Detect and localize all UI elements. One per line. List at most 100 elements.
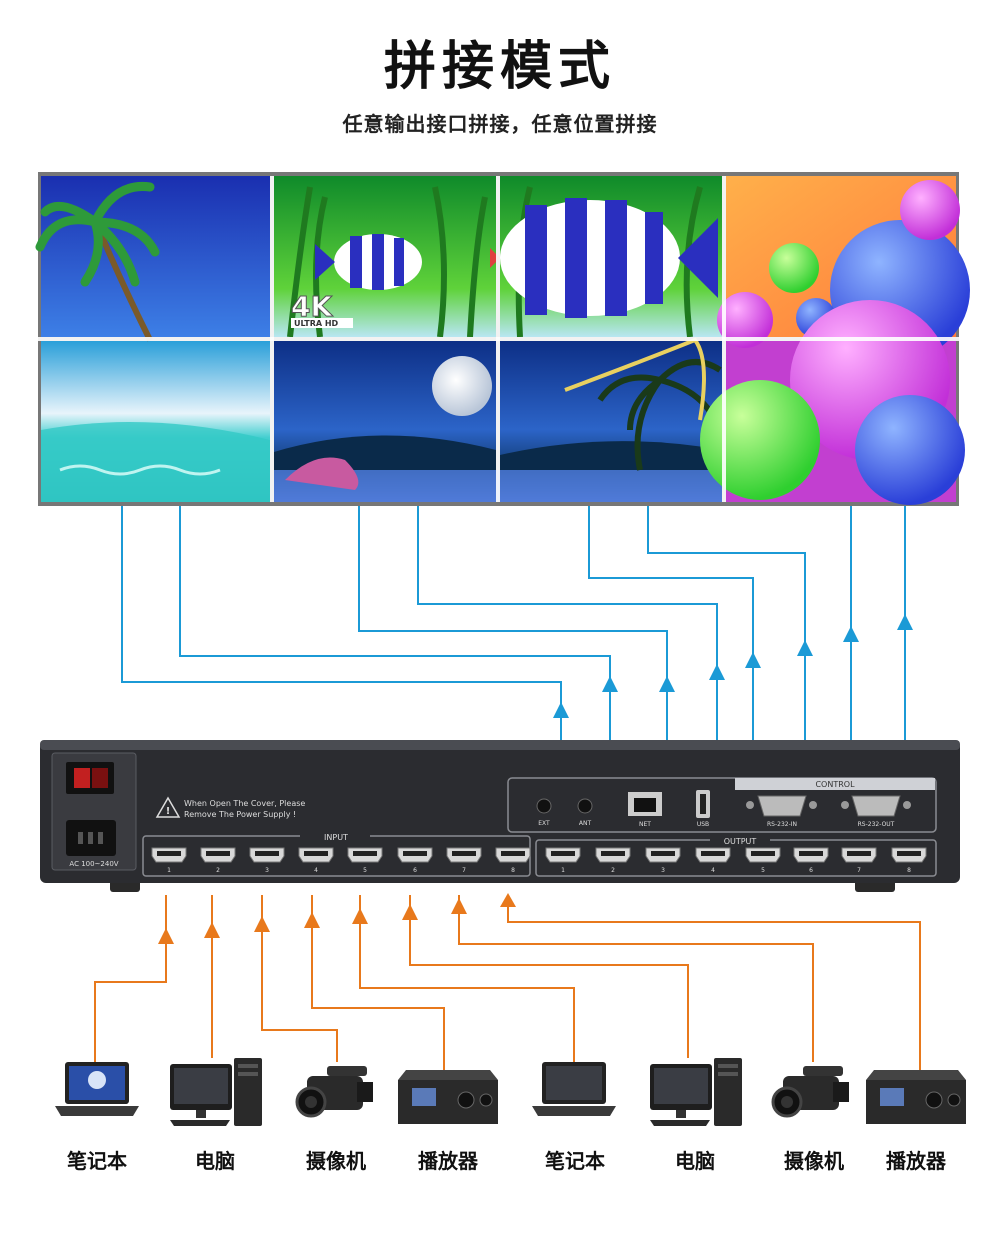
wall-image-palm-beach [35, 176, 270, 502]
output-port-number: 4 [711, 867, 715, 874]
wall-seam-3 [722, 176, 726, 502]
input-hdmi-port-2[interactable]: 2 [200, 847, 236, 874]
output-hdmi-port-6[interactable]: 6 [793, 847, 829, 874]
input-arrow-2 [204, 922, 220, 938]
source-label-5: 笔记本 [545, 1149, 605, 1173]
warning-notice: ! When Open The Cover, Please Remove The… [155, 796, 305, 819]
output-hdmi-port-4[interactable]: 4 [695, 847, 731, 874]
warning-line-1: When Open The Cover, Please [184, 799, 305, 808]
ethernet-icon [634, 798, 656, 812]
power-switch-on-icon [74, 768, 90, 788]
ant-port[interactable] [577, 798, 593, 814]
input-cable-4 [311, 895, 445, 1070]
page-title: 拼接模式 [383, 37, 616, 97]
power-label: AC 100~240V [69, 860, 118, 868]
video-camera-icon [771, 1066, 849, 1118]
input-cable-8 [507, 895, 921, 1070]
video-wall: 4K ULTRA HD [35, 172, 970, 506]
input-arrow-4 [304, 912, 320, 928]
output-arrow-1 [553, 702, 569, 718]
output-port-number: 1 [561, 867, 565, 874]
output-hdmi-port-2[interactable]: 2 [595, 847, 631, 874]
wall-image-aquarium: 4K ULTRA HD [274, 176, 722, 338]
source-label-7: 摄像机 [784, 1149, 844, 1173]
power-switch-off-icon [92, 768, 108, 788]
media-player-icon [398, 1070, 498, 1124]
source-label-1: 笔记本 [67, 1149, 127, 1173]
source-label-3: 摄像机 [306, 1149, 366, 1173]
input-hdmi-port-8[interactable]: 8 [495, 847, 531, 874]
input-hdmi-port-4[interactable]: 4 [298, 847, 334, 874]
device-top-edge [40, 740, 960, 750]
input-cables [94, 895, 921, 1070]
input-hdmi-port-6[interactable]: 6 [397, 847, 433, 874]
output-arrows [553, 614, 913, 718]
output-arrow-2 [602, 676, 618, 692]
fish-large [490, 198, 718, 318]
usb-icon [700, 794, 706, 814]
output-arrow-5 [745, 652, 761, 668]
warning-icon [155, 796, 181, 818]
output-arrow-6 [797, 640, 813, 656]
output-arrow-3 [659, 676, 675, 692]
badge-4k: 4K ULTRA HD [291, 290, 353, 328]
rs232-in-port[interactable] [757, 795, 807, 817]
fish-small [315, 234, 422, 290]
output-port-number: 7 [857, 867, 861, 874]
input-cable-5 [359, 895, 575, 1062]
input-cable-7 [458, 895, 814, 1062]
input-cable-3 [261, 895, 338, 1062]
output-port-number: 6 [809, 867, 813, 874]
rs232-out-label: RS-232-OUT [858, 821, 895, 828]
source-label-4: 播放器 [418, 1149, 478, 1173]
usb-label: USB [697, 821, 709, 828]
input-arrow-5 [352, 908, 368, 924]
output-port-number: 2 [611, 867, 615, 874]
output-port-number: 8 [907, 867, 911, 874]
output-port-number: 5 [761, 867, 765, 874]
input-label: INPUT [324, 833, 348, 842]
input-hdmi-port-1[interactable]: 1 [151, 847, 187, 874]
input-hdmi-port-3[interactable]: 3 [249, 847, 285, 874]
output-label: OUTPUT [724, 837, 757, 846]
ext-port[interactable] [536, 798, 552, 814]
output-hdmi-port-8[interactable]: 8 [891, 847, 927, 874]
source-label-8: 播放器 [886, 1149, 946, 1173]
ext-label: EXT [538, 820, 550, 827]
input-arrow-8 [500, 893, 516, 907]
output-hdmi-port-5[interactable]: 5 [745, 847, 781, 874]
rs232-out-port[interactable] [851, 795, 901, 817]
input-cable-1 [94, 895, 167, 1062]
wall-seam-1 [270, 176, 274, 502]
rs232-in-label: RS-232-IN [767, 821, 797, 828]
input-hdmi-port-7[interactable]: 7 [446, 847, 482, 874]
source-label-2: 电脑 [195, 1149, 235, 1173]
svg-text:!: ! [166, 806, 171, 817]
page-subtitle: 任意输出接口拼接，任意位置拼接 [342, 112, 658, 136]
output-hdmi-port-1[interactable]: 1 [545, 847, 581, 874]
input-hdmi-port-5[interactable]: 5 [347, 847, 383, 874]
net-label: NET [639, 821, 651, 828]
badge-4k-text: 4K [291, 290, 333, 323]
laptop-icon [532, 1062, 616, 1116]
control-label-bar [735, 778, 935, 790]
input-arrows [158, 893, 516, 944]
input-arrow-1 [158, 928, 174, 944]
matrix-device: AC 100~240V ! When Open The Cover, Pleas… [40, 740, 960, 892]
output-arrow-8 [897, 614, 913, 630]
desktop-pc-icon [170, 1058, 262, 1126]
output-hdmi-port-3[interactable]: 3 [645, 847, 681, 874]
warning-line-2: Remove The Power Supply ! [184, 810, 296, 819]
wall-seam-2 [496, 176, 500, 502]
output-cable-4 [417, 506, 718, 850]
input-port-number: 2 [216, 867, 220, 874]
input-port-number: 8 [511, 867, 515, 874]
control-label: CONTROL [815, 780, 855, 789]
input-port-number: 4 [314, 867, 318, 874]
badge-ultra-hd-text: ULTRA HD [294, 319, 339, 328]
input-arrow-7 [451, 898, 467, 914]
output-hdmi-port-7[interactable]: 7 [841, 847, 877, 874]
input-arrow-3 [254, 916, 270, 932]
input-arrow-6 [402, 904, 418, 920]
input-cable-6 [409, 895, 689, 1058]
